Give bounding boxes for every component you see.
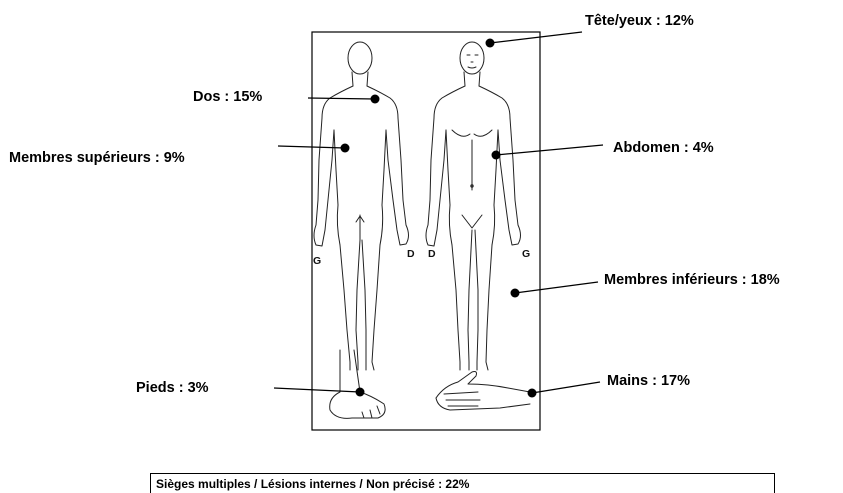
leader-hands — [532, 382, 600, 393]
label-lower-limbs: Membres inférieurs : 18% — [604, 273, 780, 288]
side-marker-back-left: G — [313, 256, 321, 267]
footer-text: Sièges multiples / Lésions internes / No… — [156, 477, 469, 491]
side-marker-front-right: D — [428, 249, 436, 260]
side-marker-back-right: D — [407, 249, 415, 260]
label-back: Dos : 15% — [193, 90, 262, 105]
side-marker-front-left: G — [522, 249, 530, 260]
label-hands: Mains : 17% — [607, 374, 690, 389]
dot-upper-limbs — [341, 144, 350, 153]
dot-hands — [528, 389, 537, 398]
leader-feet — [274, 388, 360, 392]
label-upper-limbs: Membres supérieurs : 9% — [9, 151, 185, 166]
dot-head-eyes — [486, 39, 495, 48]
dot-abdomen — [492, 151, 501, 160]
back-view-figure — [314, 42, 409, 370]
label-head-eyes: Tête/yeux : 12% — [585, 14, 694, 29]
label-abdomen: Abdomen : 4% — [613, 141, 714, 156]
dot-back — [371, 95, 380, 104]
dot-lower-limbs — [511, 289, 520, 298]
label-feet: Pieds : 3% — [136, 381, 209, 396]
leader-lower-limbs — [515, 282, 598, 293]
footer-box: Sièges multiples / Lésions internes / No… — [150, 473, 775, 493]
dot-feet — [356, 388, 365, 397]
hand-drawing — [436, 372, 530, 411]
leader-back — [308, 98, 375, 99]
front-view-figure — [426, 42, 521, 370]
leader-head-eyes — [490, 32, 582, 43]
